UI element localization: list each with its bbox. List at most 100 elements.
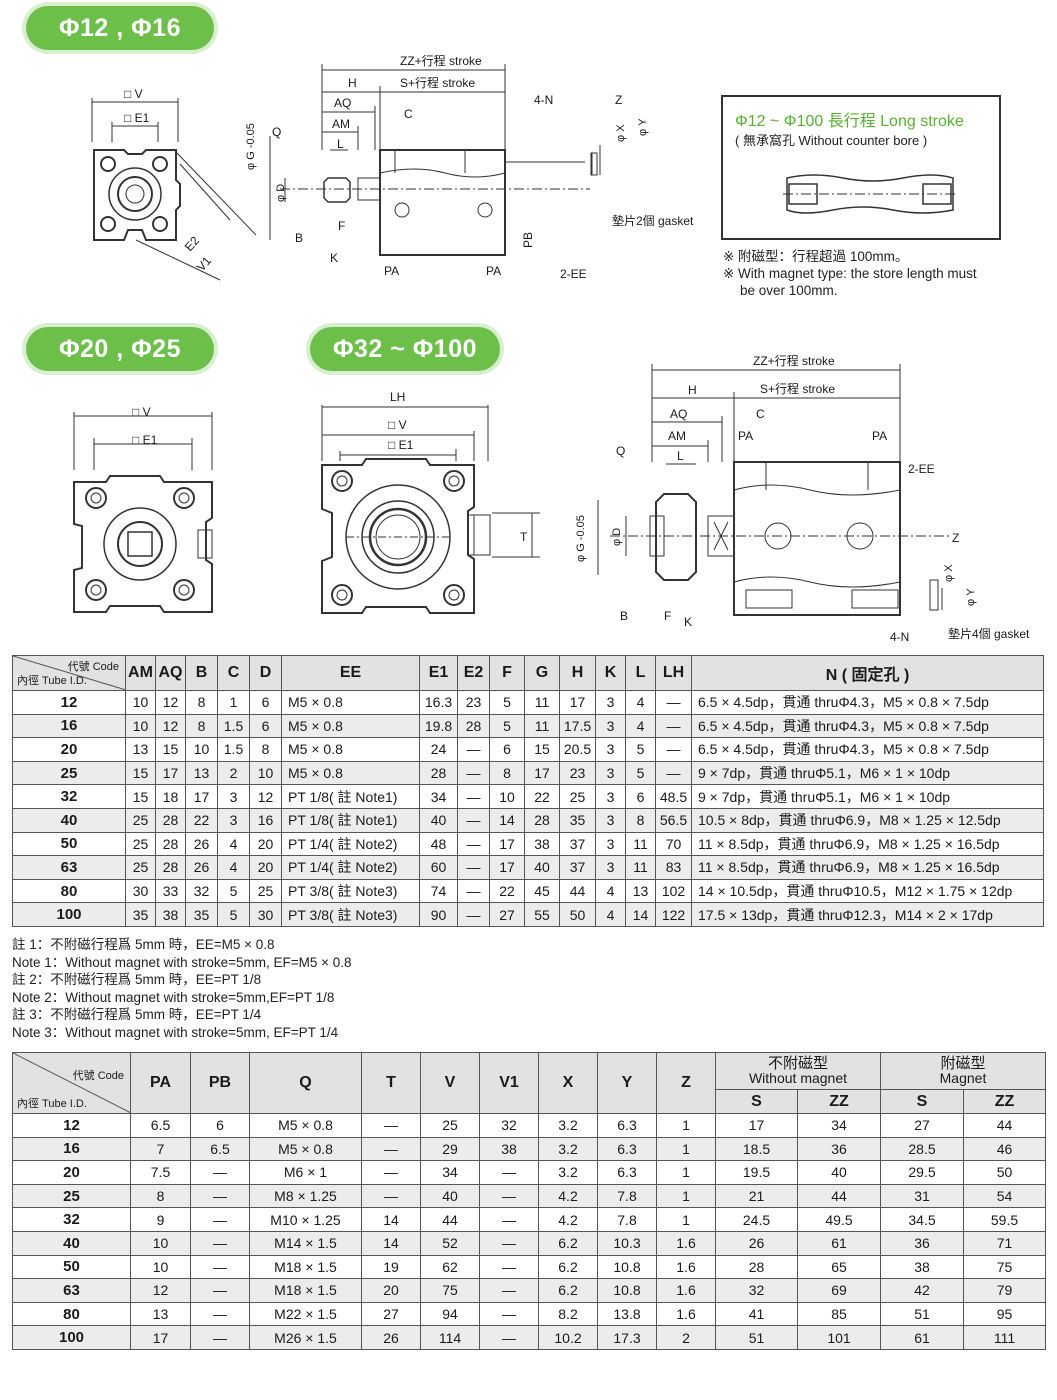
col-f: F: [489, 655, 525, 691]
header-phi12-16: Φ12 , Φ16: [26, 6, 214, 50]
table1-cell: 8: [249, 737, 282, 762]
table2-cell: 50: [963, 1160, 1046, 1185]
table1-cell: 50: [559, 902, 596, 927]
table1-cell: 1: [217, 690, 250, 715]
table2-cell: 114: [420, 1325, 480, 1350]
table1-cell: 11: [524, 690, 560, 715]
table1-cell: 10: [249, 760, 282, 786]
table1-cell: 2: [217, 760, 250, 786]
table1-cell: M5 × 0.8: [281, 760, 420, 786]
col-h: H: [559, 655, 596, 691]
table1-cell: 6.5 × 4.5dp，貫通 thruΦ4.3，M5 × 0.8 × 7.5dp: [691, 690, 1044, 715]
label-x-2: φ X: [943, 564, 955, 582]
table1-cell: 28: [419, 760, 458, 786]
table1-corner: 代號 Code 內徑 Tube I.D.: [12, 655, 126, 691]
table1-cell: —: [457, 855, 490, 880]
table2-cell: 79: [963, 1278, 1046, 1303]
spec-table-1: 代號 Code 內徑 Tube I.D. AM AQ B C D EE E1 E…: [12, 655, 1044, 927]
label-am: AM: [332, 117, 350, 131]
note-3-cn: 註 3：不附磁行程爲 5mm 時，EE=PT 1/4: [12, 1007, 262, 1023]
table1-cell: 38: [524, 831, 560, 857]
table2-cell: —: [190, 1183, 250, 1209]
table1-cell: 48.5: [655, 784, 692, 809]
table1-row-code: 20: [12, 737, 126, 762]
table1-cell: 10: [125, 713, 156, 739]
col-d: D: [249, 655, 282, 691]
label-b: B: [295, 231, 303, 245]
table1-cell: 28: [155, 831, 186, 857]
table2-cell: 6.3: [597, 1136, 657, 1162]
table1-cell: 16: [249, 807, 282, 833]
col-g: G: [524, 655, 560, 691]
table1-cell: 9 × 7dp，貫通 thruΦ5.1，M6 × 1 × 10dp: [691, 760, 1044, 786]
label-d-2: φ D: [611, 528, 623, 546]
table2-cell: —: [479, 1183, 539, 1209]
table2-cell: —: [361, 1113, 421, 1138]
table1-cell: 22: [524, 784, 560, 809]
table1-cell: 60: [419, 855, 458, 880]
label-l: L: [337, 137, 344, 151]
table1-cell: 6: [249, 690, 282, 715]
table1-cell: —: [655, 713, 692, 739]
table2-cell: 29.5: [880, 1160, 964, 1185]
table2-cell: 8.2: [538, 1301, 598, 1327]
table1-row-code: 32: [12, 784, 126, 809]
sub-zz-magnet: ZZ: [963, 1089, 1046, 1114]
table1-cell: 23: [559, 760, 596, 786]
table1-cell: M5 × 0.8: [281, 737, 420, 762]
label-aq-2: AQ: [670, 407, 687, 421]
table1-cell: 13: [125, 737, 156, 762]
table1-cell: 17: [489, 855, 525, 880]
table2-cell: —: [361, 1136, 421, 1162]
table2-cell: M5 × 0.8: [249, 1136, 362, 1162]
table1-cell: PT 3/8( 註 Note3): [281, 902, 420, 927]
front-view-phi20: □ V □ E1: [73, 405, 213, 613]
label-pa-right-2: PA: [872, 429, 887, 443]
table1-cell: 6.5 × 4.5dp，貫通 thruΦ4.3，M5 × 0.8 × 7.5dp: [691, 737, 1044, 762]
long-stroke-title: Φ12 ~ Φ100 長行程 Long stroke: [735, 113, 964, 130]
label-sq-e1-3: □ E1: [388, 438, 414, 452]
col2-t: T: [361, 1052, 421, 1114]
table1-cell: PT 3/8( 註 Note3): [281, 878, 420, 904]
table1-cell: 25: [125, 807, 156, 833]
table1-cell: 18: [155, 784, 186, 809]
col2-y: Y: [597, 1052, 657, 1114]
table1-cell: 15: [524, 737, 560, 762]
label-sq-e1-2: □ E1: [132, 433, 158, 447]
label-zz-stroke: ZZ+行程 stroke: [400, 53, 482, 68]
table2-cell: 44: [420, 1207, 480, 1232]
table1-cell: —: [457, 902, 490, 927]
table1-cell: 26: [185, 831, 218, 857]
table2-cell: 6.2: [538, 1278, 598, 1303]
table2-cell: 1: [656, 1183, 716, 1209]
table2-cell: 27: [361, 1301, 421, 1327]
table2-cell: 21: [715, 1183, 798, 1209]
table1-cell: —: [457, 760, 490, 786]
table2-cell: 41: [715, 1301, 798, 1327]
table1-row-code: 12: [12, 690, 126, 715]
table2-cell: 38: [880, 1254, 964, 1280]
table1-cell: 22: [489, 878, 525, 904]
table1-cell: 8: [625, 807, 656, 833]
table1-row-code: 16: [12, 713, 126, 739]
table2-cell: 6.5: [130, 1113, 191, 1138]
table1-cell: 20: [249, 855, 282, 880]
table1-cell: 8: [489, 760, 525, 786]
table2-cell: M18 × 1.5: [249, 1278, 362, 1303]
table1-cell: PT 1/4( 註 Note2): [281, 831, 420, 857]
table1-cell: 70: [655, 831, 692, 857]
table2-cell: 10.8: [597, 1254, 657, 1280]
front-view-phi32: LH □ V □ E1 T: [321, 390, 540, 614]
table2-cell: 10.3: [597, 1230, 657, 1256]
note-2-cn: 註 2：不附磁行程爲 5mm 時，EE=PT 1/8: [12, 972, 262, 988]
table1-cell: 40: [524, 855, 560, 880]
table2-cell: 36: [797, 1136, 881, 1162]
table2-cell: 36: [880, 1230, 964, 1256]
table2-cell: 4.2: [538, 1207, 598, 1232]
side-view-phi12: ZZ+行程 stroke S+行程 stroke H AQ C AM L Q φ…: [245, 53, 694, 281]
